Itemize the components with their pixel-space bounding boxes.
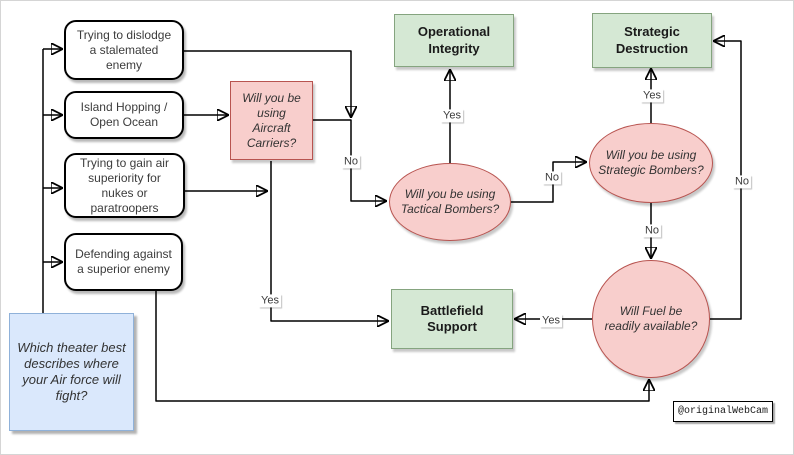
theater-question-text: Which theater best describes where your … xyxy=(17,339,126,404)
edge-label-yes-fuel: Yes xyxy=(540,314,562,328)
outcome-label: Operational Integrity xyxy=(417,24,491,56)
theater-question-note: Which theater best describes where your … xyxy=(9,313,134,431)
decision-label: Will you be using Aircraft Carriers? xyxy=(242,90,301,150)
outcome-label: Strategic Destruction xyxy=(615,24,689,56)
edge-label-no-aircraft-carriers: No xyxy=(341,155,361,169)
outcome-operational-integrity: Operational Integrity xyxy=(394,14,514,67)
edge-theater1-to-tactical-junction xyxy=(184,50,351,116)
theater-label: Trying to dislodge a stalemated enemy xyxy=(76,27,172,72)
edge-label-no-fuel: No xyxy=(732,175,752,189)
theater-box-air-superiority: Trying to gain air superiority for nukes… xyxy=(64,153,185,218)
edge-label-yes-tactical: Yes xyxy=(441,109,463,123)
edge-label-no-tactical: No xyxy=(542,171,562,185)
decision-label: Will you be using Tactical Bombers? xyxy=(400,187,500,216)
theater-label: Defending against a superior enemy xyxy=(75,247,172,276)
decision-label: Will you be using Strategic Bombers? xyxy=(598,148,704,177)
theater-label: Trying to gain air superiority for nukes… xyxy=(80,155,169,215)
theater-box-stalemated-enemy: Trying to dislodge a stalemated enemy xyxy=(64,20,184,80)
theater-box-defending: Defending against a superior enemy xyxy=(64,233,183,291)
edge-label-yes-strategic: Yes xyxy=(641,89,663,103)
edge-theater4-to-fuel xyxy=(155,291,649,402)
edge-label-yes-aircraft-carriers: Yes xyxy=(259,294,281,308)
decision-aircraft-carriers: Will you be using Aircraft Carriers? xyxy=(230,81,313,160)
outcome-battlefield-support: Battlefield Support xyxy=(391,289,513,349)
decision-tactical-bombers: Will you be using Tactical Bombers? xyxy=(389,163,511,241)
theater-box-island-hopping: Island Hopping / Open Ocean xyxy=(64,91,184,139)
decision-fuel-available: Will Fuel be readily available? xyxy=(592,260,710,378)
watermark-badge: @originalWebCam xyxy=(673,401,773,422)
edge-label-no-strategic: No xyxy=(642,224,662,238)
theater-label: Island Hopping / Open Ocean xyxy=(80,100,168,129)
outcome-label: Battlefield Support xyxy=(420,302,484,334)
outcome-strategic-destruction: Strategic Destruction xyxy=(592,13,712,68)
decision-strategic-bombers: Will you be using Strategic Bombers? xyxy=(589,123,713,203)
decision-label: Will Fuel be readily available? xyxy=(604,304,698,333)
edge-aircraft-carriers-yes-to-battlefield xyxy=(270,161,387,321)
